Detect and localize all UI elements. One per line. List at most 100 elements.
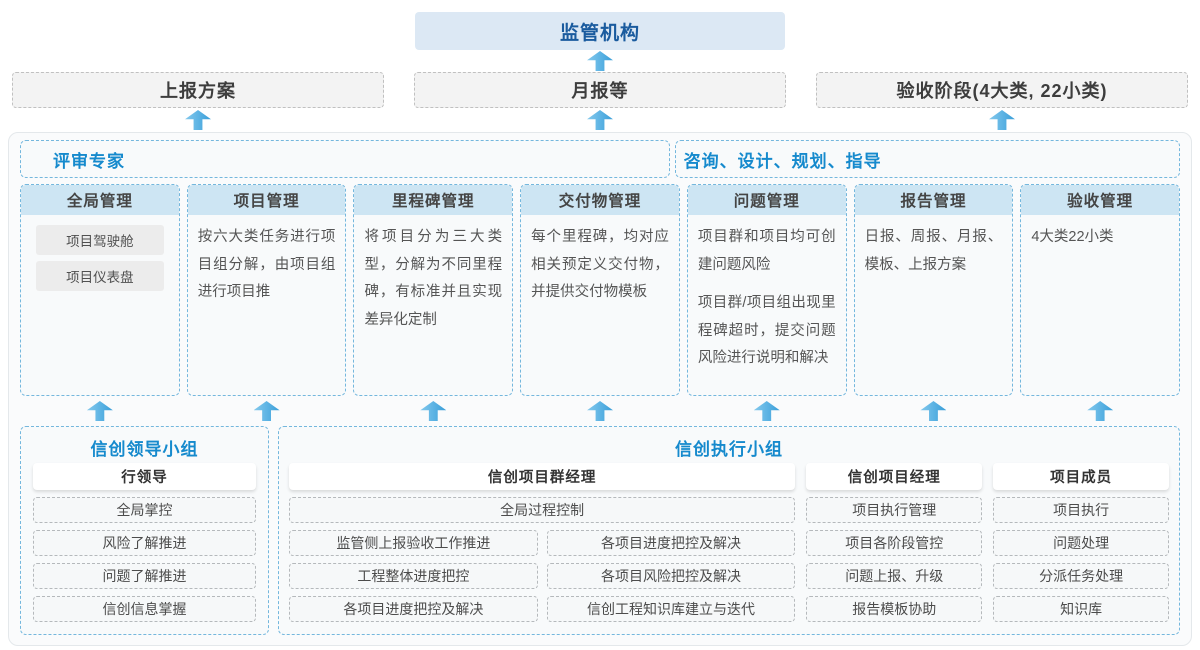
chip-project-cockpit: 项目驾驶舱 [35, 225, 164, 255]
column-milestone-management: 里程碑管理 将项目分为三大类型，分解为不同里程碑，有标准并且实现差异化定制 [353, 184, 514, 396]
column-text: 项目群和项目均可创建问题风险 [697, 229, 836, 273]
outputs-row: 上报方案 月报等 验收阶段(4大类, 22小类) [0, 72, 1200, 108]
column-project-management: 项目管理 按六大类任务进行项目组分解，由项目组进行项目推 [186, 184, 347, 396]
column-body: 按六大类任务进行项目组分解，由项目组进行项目推 [188, 215, 346, 307]
up-arrow-icon [86, 401, 113, 421]
project-member-column: 项目成员 项目执行 问题处理 分派任务处理 知识库 [993, 461, 1169, 622]
column-body: 项目群和项目均可创建问题风险 项目群/项目组出现里程碑超时，提交问题风险进行说明… [688, 215, 846, 373]
column-title: 问题管理 [687, 185, 846, 215]
up-arrow-icon [1087, 401, 1114, 421]
up-arrow-icon [587, 51, 613, 71]
arrow-cell [414, 110, 786, 130]
pm-duty-full: 全局过程控制 [289, 497, 796, 523]
output-box-report-plan: 上报方案 [12, 72, 384, 108]
execution-columns: 信创项目群经理 全局过程控制 监管侧上报验收工作推进 工程整体进度把控 各项目进… [289, 461, 1169, 622]
arrows-to-outputs [0, 110, 1200, 130]
chip-project-dashboard: 项目仪表盘 [35, 261, 164, 291]
arrow-cell [854, 401, 1014, 422]
column-title: 报告管理 [854, 185, 1013, 215]
role-project-manager: 信创项目经理 [806, 463, 983, 490]
management-columns: 全局管理 项目驾驶舱 项目仪表盘 项目管理 按六大类任务进行项目组分解，由项目组… [20, 184, 1181, 396]
regulator-box: 监管机构 [415, 12, 785, 50]
arrow-cell [20, 401, 180, 422]
role-project-member: 项目成员 [993, 463, 1169, 490]
up-arrow-icon [920, 401, 947, 421]
member-duty: 项目执行 [993, 497, 1169, 523]
output-box-acceptance-stage: 验收阶段(4大类, 22小类) [816, 72, 1188, 108]
pm-duty-right-col: 各项目进度把控及解决 各项目风险把控及解决 信创工程知识库建立与迭代 [546, 523, 796, 622]
team-groups: 信创领导小组 行领导 全局掌控 风险了解推进 问题了解推进 信创信息掌握 信创执… [20, 426, 1180, 635]
up-arrow-icon [989, 110, 1015, 130]
up-arrow-icon [185, 110, 211, 130]
pm-duty-left-col: 监管侧上报验收工作推进 工程整体进度把控 各项目进度把控及解决 [289, 523, 538, 622]
column-title: 交付物管理 [521, 185, 679, 215]
pm-duty: 监管侧上报验收工作推进 [289, 530, 538, 556]
column-title: 项目管理 [187, 185, 346, 215]
output-box-monthly-report: 月报等 [414, 72, 786, 108]
member-duty: 分派任务处理 [993, 563, 1169, 589]
up-arrow-icon [587, 110, 613, 130]
pjm-duty: 项目各阶段管控 [806, 530, 983, 556]
arrow-cell [12, 110, 384, 130]
program-manager-column: 信创项目群经理 全局过程控制 监管侧上报验收工作推进 工程整体进度把控 各项目进… [289, 461, 796, 622]
regulator-row: 监管机构 [0, 12, 1200, 50]
pjm-duty: 报告模板协助 [806, 596, 983, 622]
up-arrow-icon [420, 401, 447, 421]
column-global-management: 全局管理 项目驾驶舱 项目仪表盘 [20, 184, 180, 396]
role-bank-leader: 行领导 [33, 463, 256, 490]
member-duty: 问题处理 [993, 530, 1169, 556]
column-title: 里程碑管理 [354, 185, 513, 215]
column-issue-management: 问题管理 项目群和项目均可创建问题风险 项目群/项目组出现里程碑超时，提交问题风… [686, 184, 847, 396]
arrow-cell [816, 110, 1188, 130]
arrow-cell [687, 401, 847, 422]
column-text: 项目群/项目组出现里程碑超时，提交问题风险进行说明和解决 [697, 295, 836, 367]
project-manager-column: 信创项目经理 项目执行管理 项目各阶段管控 问题上报、升级 报告模板协助 [806, 461, 983, 622]
pm-duty: 各项目风险把控及解决 [546, 563, 796, 589]
up-arrow-icon [587, 401, 614, 421]
column-body: 每个里程碑，均对应相关预定义交付物，并提供交付物模板 [521, 215, 679, 307]
arrow-cell [520, 401, 680, 422]
leader-duty: 问题了解推进 [33, 563, 256, 589]
execution-group-title: 信创执行小组 [675, 440, 783, 459]
pm-duty-grid: 监管侧上报验收工作推进 工程整体进度把控 各项目进度把控及解决 各项目进度把控及… [289, 523, 796, 622]
pm-duty: 各项目进度把控及解决 [289, 596, 538, 622]
column-body: 项目驾驶舱 项目仪表盘 [21, 215, 179, 291]
pm-duty: 信创工程知识库建立与迭代 [546, 596, 796, 622]
column-text: 4大类22小类 [1031, 229, 1114, 245]
up-arrow-icon [753, 401, 780, 421]
column-text: 日报、周报、月报、模板、上报方案 [864, 229, 1003, 273]
column-text: 将项目分为三大类型，分解为不同里程碑，有标准并且实现差异化定制 [364, 229, 503, 328]
leader-duty: 风险了解推进 [33, 530, 256, 556]
advisory-label: 咨询、设计、规划、指导 [683, 151, 882, 171]
execution-group: 信创执行小组 信创项目群经理 全局过程控制 监管侧上报验收工作推进 工程整体进度… [278, 426, 1180, 635]
arrow-cell [353, 401, 513, 422]
arrow-to-regulator-row [0, 51, 1200, 71]
column-acceptance-management: 验收管理 4大类22小类 [1020, 184, 1181, 396]
leadership-group: 信创领导小组 行领导 全局掌控 风险了解推进 问题了解推进 信创信息掌握 [20, 426, 269, 635]
leader-duty: 信创信息掌握 [33, 596, 256, 622]
column-report-management: 报告管理 日报、周报、月报、模板、上报方案 [853, 184, 1014, 396]
column-text: 每个里程碑，均对应相关预定义交付物，并提供交付物模板 [531, 229, 669, 301]
arrow-cell [1020, 401, 1180, 422]
expert-strip: 评审专家 咨询、设计、规划、指导 [20, 140, 1180, 178]
column-title: 全局管理 [21, 185, 179, 215]
pm-duty: 工程整体进度把控 [289, 563, 538, 589]
arrows-to-columns [20, 401, 1180, 422]
review-experts-label: 评审专家 [53, 151, 125, 171]
column-body: 日报、周报、月报、模板、上报方案 [855, 215, 1013, 279]
pjm-duty: 项目执行管理 [806, 497, 983, 523]
column-body: 4大类22小类 [1021, 215, 1179, 252]
leader-duty: 全局掌控 [33, 497, 256, 523]
review-experts-box: 评审专家 [20, 140, 670, 178]
column-deliverable-management: 交付物管理 每个里程碑，均对应相关预定义交付物，并提供交付物模板 [520, 184, 680, 396]
pjm-duty: 问题上报、升级 [806, 563, 983, 589]
member-duty: 知识库 [993, 596, 1169, 622]
leadership-group-title: 信创领导小组 [90, 440, 199, 459]
column-text: 按六大类任务进行项目组分解，由项目组进行项目推 [197, 229, 336, 301]
arrow-cell [187, 401, 347, 422]
advisory-box: 咨询、设计、规划、指导 [674, 140, 1180, 178]
column-body: 将项目分为三大类型，分解为不同里程碑，有标准并且实现差异化定制 [354, 215, 512, 334]
platform-panel: 评审专家 咨询、设计、规划、指导 全局管理 项目驾驶舱 项目仪表盘 项目管理 按… [8, 132, 1192, 646]
column-title: 验收管理 [1021, 185, 1180, 215]
